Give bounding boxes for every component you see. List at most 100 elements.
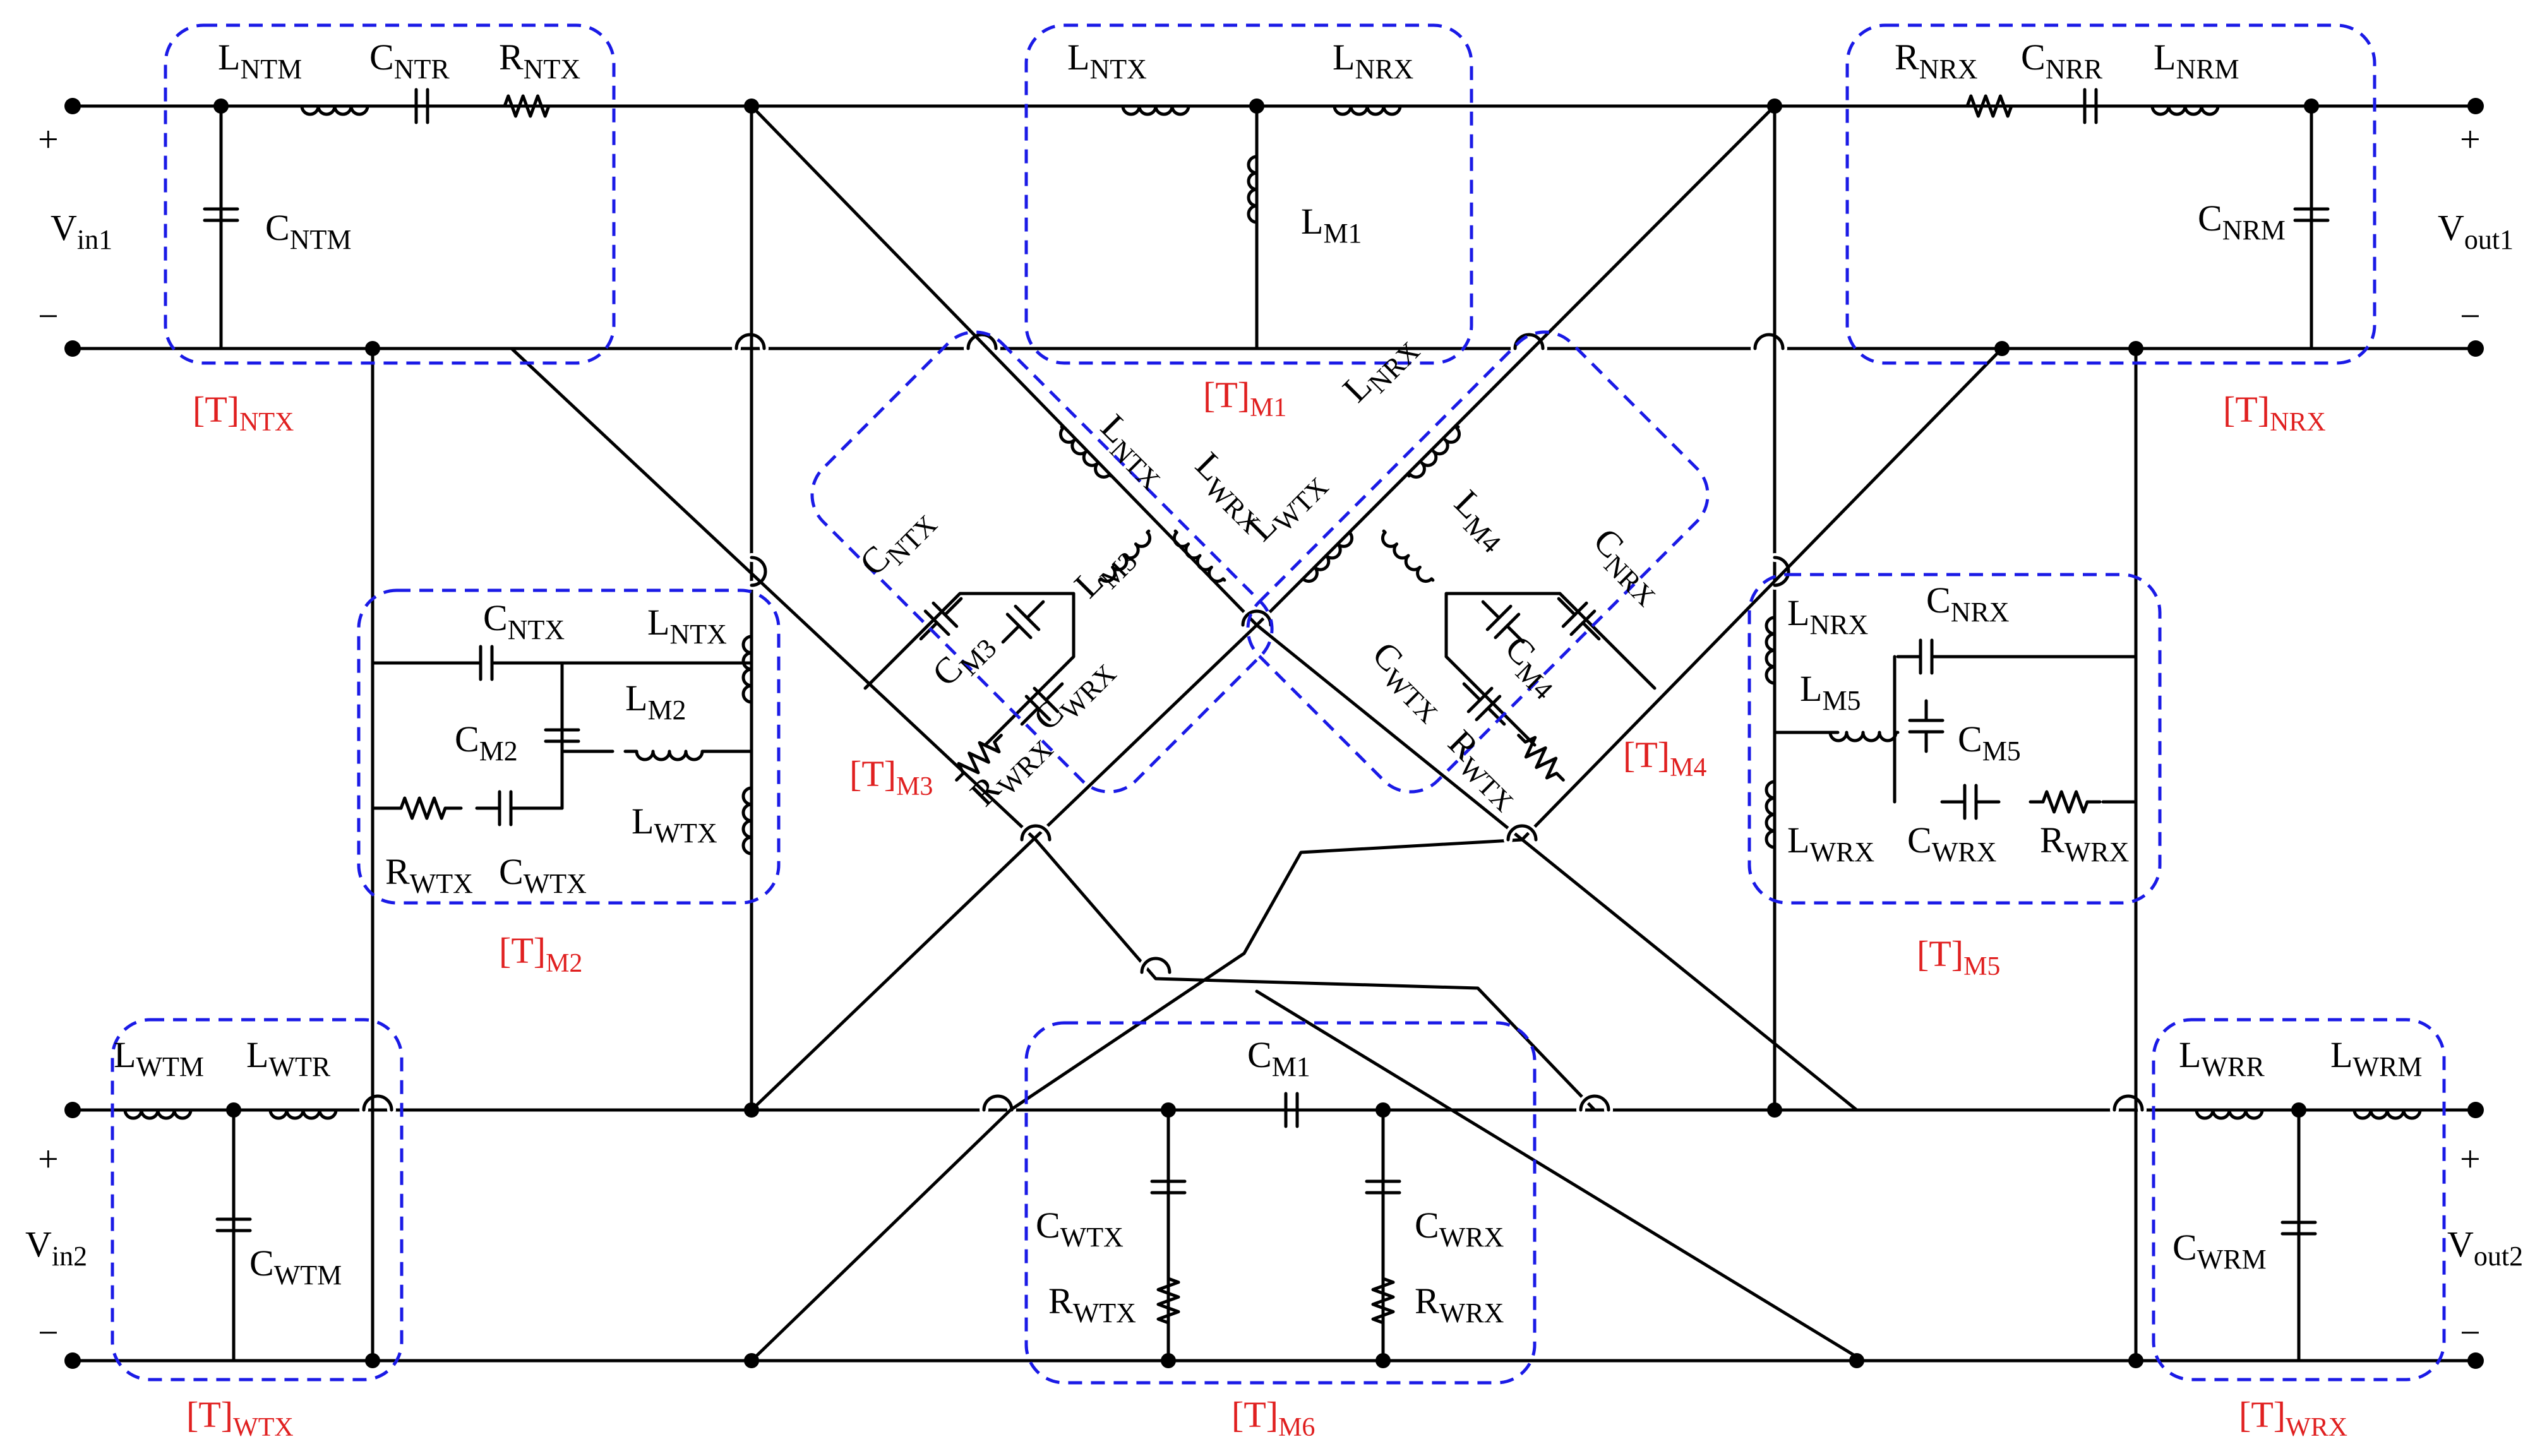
terminal-dot <box>64 340 81 357</box>
component-label: LNRX <box>1333 37 1413 85</box>
crossover-hop <box>982 1094 1014 1112</box>
component-label: CWTM <box>249 1243 342 1291</box>
inductor <box>1407 425 1461 479</box>
terminal-dot <box>64 1102 81 1118</box>
terminal-plus: + <box>38 119 59 160</box>
junction-dot <box>226 1102 241 1118</box>
component-label: LNRM <box>2154 37 2239 85</box>
diag-top-left-1 <box>750 104 1259 627</box>
component-label: CM5 <box>1958 719 2021 767</box>
box-m6 <box>1024 1021 1537 1385</box>
junction-dot <box>744 98 759 114</box>
component-label: CNTM <box>265 207 351 255</box>
inductor <box>263 1108 343 1120</box>
block-label-nrx: [T]NRX <box>2223 389 2326 437</box>
component-label: CNRX <box>1926 580 2010 628</box>
resistor <box>1156 1264 1180 1337</box>
component-label: LWTX <box>632 801 717 849</box>
inductor <box>1826 731 1900 743</box>
component-label: LNRX <box>1787 592 1868 640</box>
crossover-hop <box>1753 333 1785 350</box>
box-ntx <box>164 23 616 365</box>
crossover-hop <box>750 556 767 587</box>
inductor <box>118 1108 198 1120</box>
crossover-hop <box>1020 824 1052 842</box>
diag-center-left <box>1034 838 1597 1112</box>
resistor <box>1371 1264 1395 1337</box>
capacitor <box>2280 1195 2317 1262</box>
terminal-plus: + <box>2460 119 2481 160</box>
inductor <box>1247 146 1259 232</box>
terminal-dot <box>2467 98 2484 114</box>
box-wtx <box>111 1018 404 1381</box>
component-label: RWRX <box>1415 1280 1504 1328</box>
capacitor <box>1908 699 1945 753</box>
resistor <box>955 734 1003 782</box>
box-m3 <box>810 330 1274 794</box>
block-label-m6: [T]M6 <box>1232 1394 1315 1442</box>
terminal-vout1: Vout1 <box>2438 207 2514 255</box>
capacitor <box>1001 600 1045 644</box>
capacitor <box>453 645 520 681</box>
components <box>118 88 2427 1337</box>
junction-dots <box>64 98 2484 1369</box>
component-label: RWTX <box>1048 1280 1136 1328</box>
terminal-vin1: Vin1 <box>51 207 112 255</box>
capacitor <box>1020 682 1064 726</box>
component-label: CWRM <box>2172 1227 2267 1275</box>
crossover-hop <box>1241 609 1273 627</box>
junction-dot <box>744 1353 759 1368</box>
component-label: LNTM <box>218 37 302 85</box>
diag-top-right-1 <box>1255 104 1777 627</box>
inductor <box>292 104 378 116</box>
terminal-dot <box>64 98 81 114</box>
capacitor <box>919 597 963 641</box>
capacitor <box>1150 1154 1187 1220</box>
terminal-minus: − <box>38 295 59 337</box>
junction-dot <box>1161 1353 1176 1368</box>
inductor <box>1173 529 1226 583</box>
component-label: CM1 <box>1247 1034 1310 1082</box>
component-label: LNTX <box>647 602 727 650</box>
component-label: CNRM <box>2198 198 2286 246</box>
crossover-hop <box>966 333 998 350</box>
diag-ntx-m3 <box>510 347 1038 842</box>
component-label: LM1 <box>1301 201 1362 249</box>
inductor <box>1113 104 1199 116</box>
capacitor <box>1462 682 1506 726</box>
junction-dot <box>1994 341 2010 356</box>
capacitor <box>1261 1092 1322 1128</box>
component-label: CWRX <box>1025 646 1122 743</box>
terminal-minus: − <box>2460 295 2481 337</box>
inductor <box>2142 104 2228 116</box>
resistor <box>2029 790 2102 814</box>
inductor <box>741 626 753 712</box>
component-label: CNRR <box>2021 37 2103 85</box>
capacitor <box>1896 638 1957 675</box>
resistor <box>1517 734 1565 782</box>
component-label: LM4 <box>1442 482 1519 559</box>
terminal-vin2: Vin2 <box>25 1224 87 1272</box>
component-label: CM2 <box>455 719 518 767</box>
component-label: LM3 <box>1066 534 1143 611</box>
junction-dot <box>1849 1353 1864 1368</box>
capacitor <box>215 1191 252 1258</box>
component-label: LWRR <box>2179 1034 2265 1082</box>
component-label: CWTX <box>1360 633 1456 729</box>
terminal-minus: − <box>2460 1312 2481 1353</box>
terminal-plus: + <box>38 1138 59 1179</box>
inductor <box>1381 529 1435 583</box>
inductor <box>1324 104 1410 116</box>
block-label-wrx: [T]WRX <box>2239 1394 2347 1442</box>
junction-dot <box>1767 98 1782 114</box>
inductor <box>1765 775 1777 854</box>
component-label: CM4 <box>1492 627 1571 705</box>
junction-dot <box>2128 341 2143 356</box>
inductor <box>1098 529 1151 583</box>
terminal-vout2: Vout2 <box>2447 1224 2523 1272</box>
block-label-m2: [T]M2 <box>499 930 582 978</box>
component-label: RNRX <box>1895 37 1978 85</box>
component-label: CWTX <box>1036 1205 1124 1253</box>
box-m2 <box>357 588 781 905</box>
